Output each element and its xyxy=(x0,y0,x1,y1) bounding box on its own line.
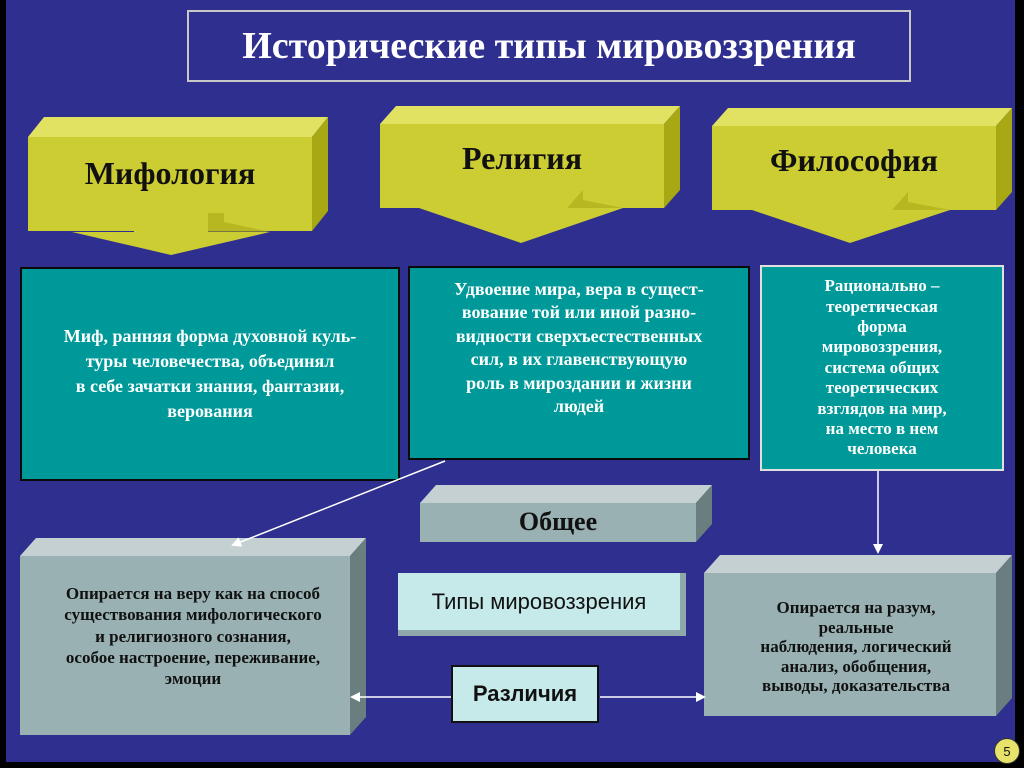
philosophy-description-line: Рационально – xyxy=(824,276,940,296)
religion-description-line: Удвоение мира, вера в сущест- xyxy=(454,279,704,299)
reason-text: Опирается на разум, реальные наблюдения,… xyxy=(720,598,992,696)
mythology-description-line: Миф, ранняя форма духовной куль- xyxy=(63,325,357,346)
philosophy-description-line: на место в нем xyxy=(825,418,939,438)
reason-text-line: Опирается на разум, xyxy=(776,598,936,617)
religion-description-line: роль в мироздании и жизни xyxy=(466,372,692,393)
page-number-badge: 5 xyxy=(994,738,1020,764)
faith-text-line: эмоции xyxy=(164,669,222,688)
faith-text-line: существования мифологического xyxy=(64,605,322,625)
faith-text-line: особое настроение, переживание, xyxy=(65,647,321,667)
mythology-description: Миф, ранняя форма духовной куль- туры че… xyxy=(20,267,400,481)
philosophy-description-line: человека xyxy=(847,439,917,459)
differences-box: Различия xyxy=(451,665,599,723)
philosophy-description: Рационально – теоретическая форма мирово… xyxy=(760,265,1004,471)
common-label: Общее xyxy=(518,507,598,536)
faith-text-line: Опирается на веру как на способ xyxy=(65,584,321,603)
frame-left-border xyxy=(0,0,6,768)
title-box: Исторические типы мировоззрения xyxy=(187,10,911,82)
religion-description-line: сил, в их главенствующую xyxy=(470,349,688,370)
reason-text-line: анализ, обобщения, xyxy=(780,656,932,676)
philosophy-description-line: теоретическая xyxy=(826,296,938,316)
reason-text-line: наблюдения, логический xyxy=(760,637,952,657)
religion-label: Религия xyxy=(462,140,582,176)
religion-description: Удвоение мира, вера в сущест- вование то… xyxy=(408,266,750,460)
philosophy-description-line: мировоззрения, xyxy=(821,337,943,357)
philosophy-description-line: теоретических xyxy=(825,378,939,398)
differences-label: Различия xyxy=(472,681,578,706)
philosophy-label: Философия xyxy=(770,142,938,178)
reason-text-line: выводы, доказательства xyxy=(762,676,950,696)
mythology-description-line: верования xyxy=(167,401,253,422)
frame-bottom-border xyxy=(0,762,1024,768)
faith-text-line: и религиозного сознания, xyxy=(95,626,291,646)
religion-description-line: людей xyxy=(553,395,605,416)
religion-description-line: вование той или иной разно- xyxy=(461,302,697,323)
faith-text: Опирается на веру как на способ существо… xyxy=(14,583,372,689)
reason-text-line: реальные xyxy=(818,617,894,637)
religion-description-line: видности сверхъестественных xyxy=(455,325,703,346)
philosophy-description-line: форма xyxy=(857,317,907,337)
mythology-label: Мифология xyxy=(84,155,256,191)
center-types-label: Типы мировоззрения xyxy=(431,588,647,614)
slide-title: Исторические типы мировоззрения xyxy=(242,25,856,67)
philosophy-description-line: система общих xyxy=(824,357,940,377)
center-types-box: Типы мировоззрения xyxy=(398,573,686,636)
mythology-description-line: в себе зачатки знания, фантазии, xyxy=(75,376,345,396)
mythology-description-line: туры человечества, объединял xyxy=(85,350,335,371)
philosophy-description-line: взглядов на мир, xyxy=(817,398,947,418)
frame-right-border xyxy=(1015,0,1024,768)
